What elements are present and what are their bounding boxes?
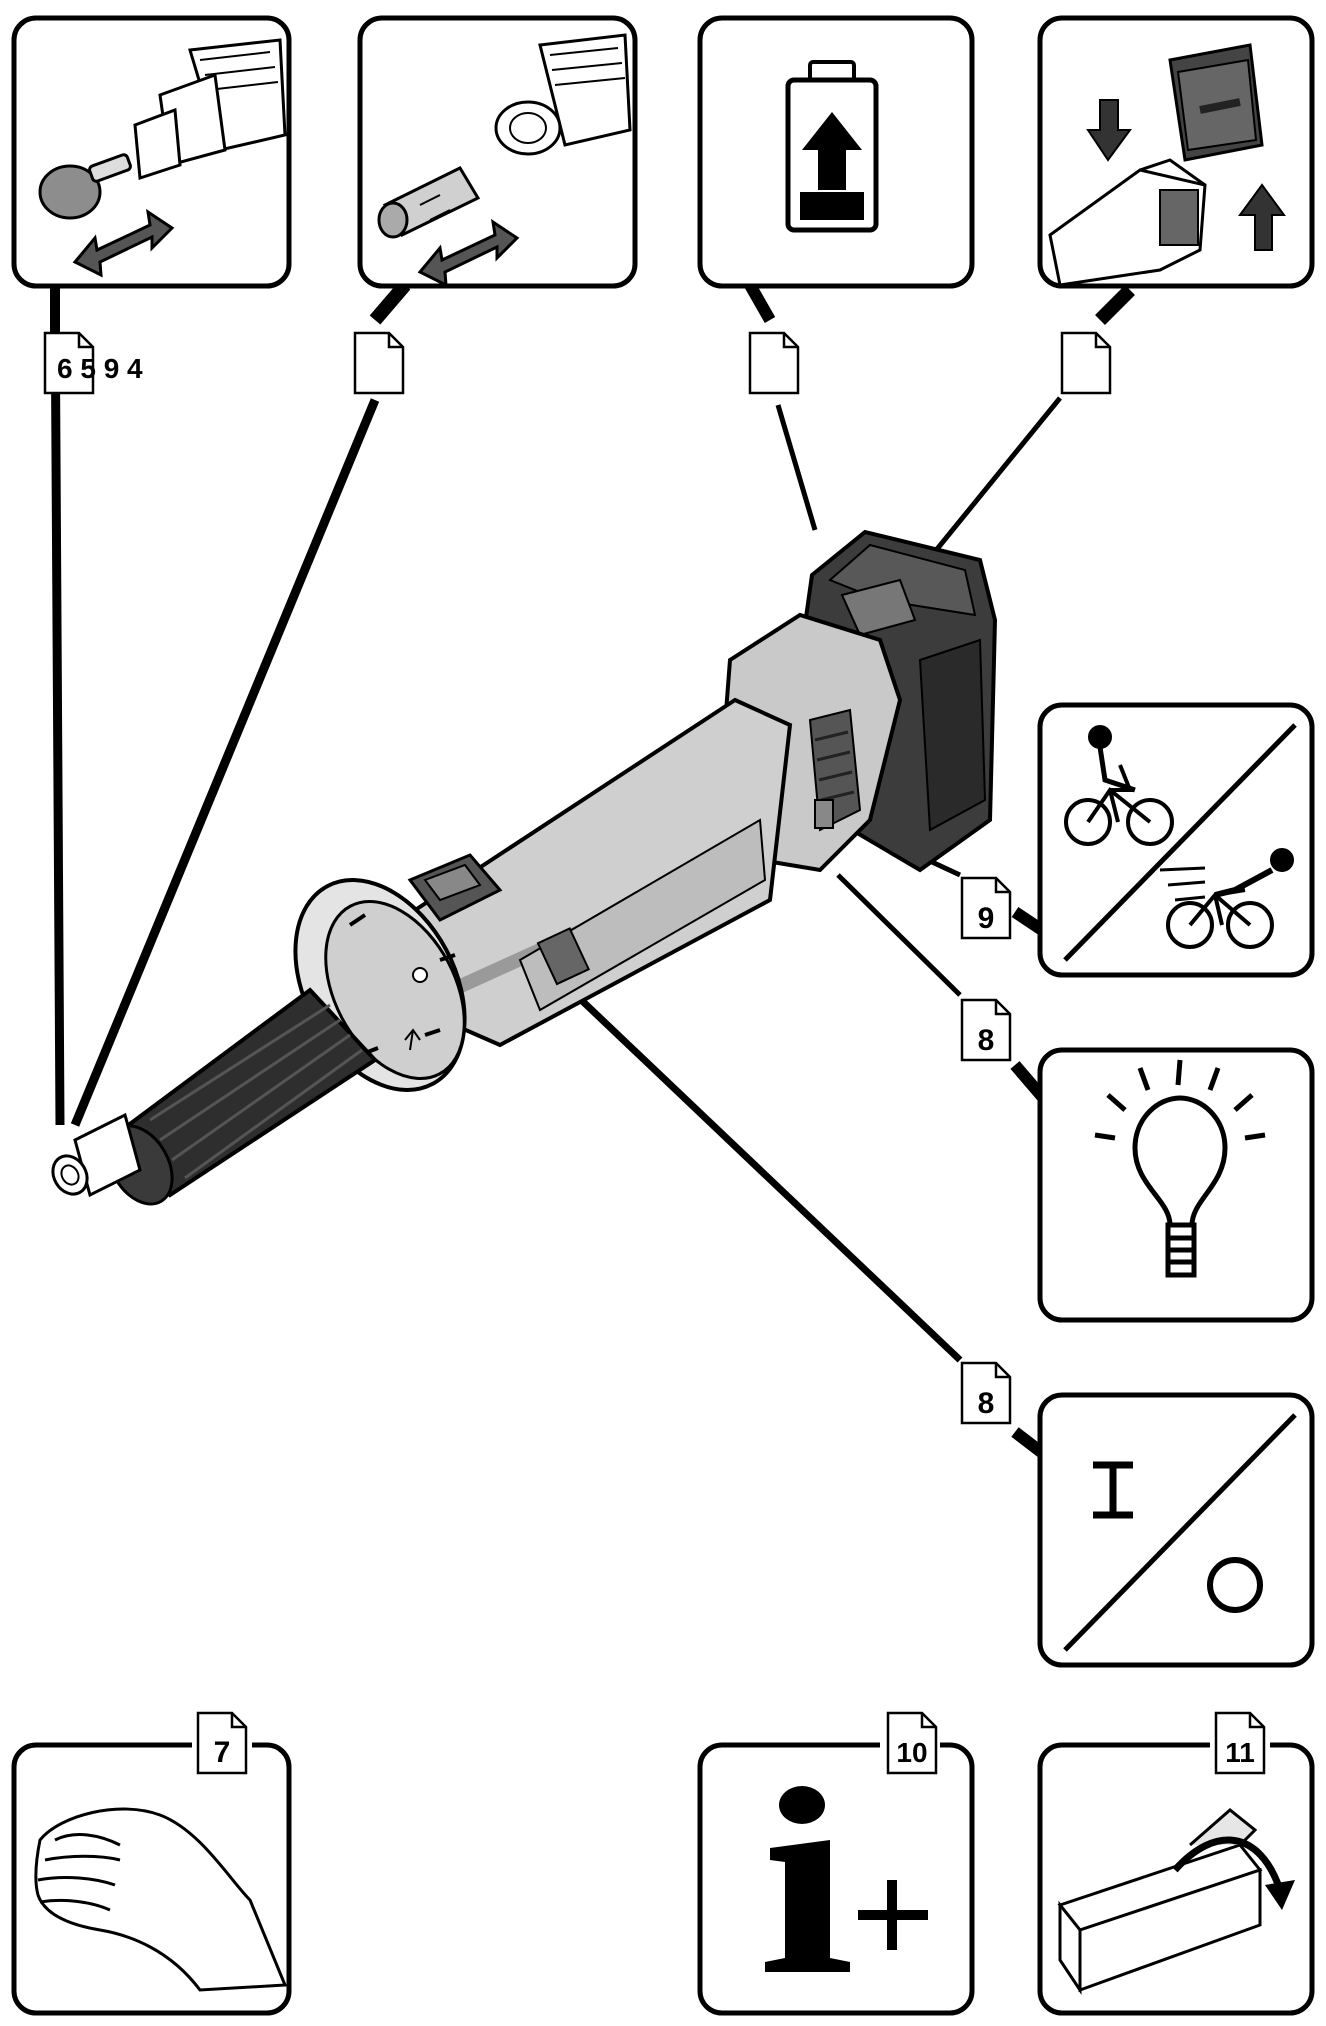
page-icon: [353, 331, 405, 395]
info-plus-icon: [765, 1786, 928, 1972]
callout-switch: 8: [960, 1361, 1012, 1425]
switch-page-number: 8: [978, 1387, 995, 1420]
straight-grinder-tool: [51, 529, 998, 1206]
page-icon: [1060, 331, 1112, 395]
on-symbol-icon: [1093, 1461, 1133, 1519]
off-symbol-icon: [1207, 1557, 1263, 1613]
tool-handle-illustration: [1048, 158, 1207, 287]
box-icon: [1057, 1808, 1263, 1995]
leader-battery-insert: [918, 396, 1062, 572]
page-icon: [748, 331, 800, 395]
info-page-number: 10: [896, 1737, 927, 1768]
label-plate: [536, 927, 591, 986]
panel-safety-hand: [11, 1712, 292, 2016]
arrow-up-icon: [1238, 183, 1286, 251]
double-arrow-icon: [417, 218, 520, 288]
safety-page-number: 7: [214, 1736, 231, 1769]
mounted-point-accessory: [38, 153, 132, 220]
callout-accessory-pages: 6 5 9 4: [43, 331, 143, 395]
panel-work-light: [1037, 1047, 1315, 1323]
speed-selector-switch: [814, 799, 834, 829]
callout-collet: [353, 331, 405, 395]
callout-battery-insert: [1060, 331, 1112, 395]
fast-cyclist-icon: [1159, 848, 1294, 949]
arrow-down-icon: [1086, 99, 1132, 162]
spindle-illustration: [494, 33, 632, 156]
hand-icon: [34, 1807, 288, 1992]
panel-speed-select: [1037, 702, 1315, 978]
light-page-number: 8: [978, 1024, 995, 1057]
panel-battery-charge: [697, 15, 975, 289]
leader-accessory-a: [50, 289, 65, 1126]
leader-accessory-b: [70, 398, 380, 1127]
battery-pack-illustration: [1168, 43, 1264, 162]
double-arrow-icon: [72, 208, 175, 278]
slow-cyclist-icon: [1064, 725, 1174, 846]
packaging-page-number: 11: [1225, 1737, 1255, 1768]
leader-light: [836, 873, 962, 997]
panel-on-off: [1037, 1392, 1315, 1668]
panel-battery-insert: [1037, 15, 1315, 289]
accessory-page-numbers: 6 5 9 4: [57, 353, 143, 384]
callout-light: 8: [960, 998, 1012, 1062]
callout-battery-charge: [748, 331, 800, 395]
callout-speed: 9: [960, 876, 1012, 940]
battery-icon: [785, 60, 879, 233]
panel-packaging: [1037, 1712, 1315, 2016]
curved-arrow-icon: [1172, 1836, 1295, 1910]
callout-safety: 7: [196, 1711, 248, 1775]
panel-collet-change: [357, 15, 638, 289]
collet-nut-illustration: [133, 38, 287, 181]
callout-packaging: 11: [1214, 1711, 1266, 1775]
callout-info: 10: [886, 1711, 938, 1775]
collet-illustration: [377, 166, 481, 239]
panel-accessory-fit: [11, 15, 292, 289]
leader-battery-charge: [775, 404, 818, 531]
light-bulb-icon: [1094, 1059, 1266, 1278]
speed-page-number: 9: [978, 902, 995, 935]
